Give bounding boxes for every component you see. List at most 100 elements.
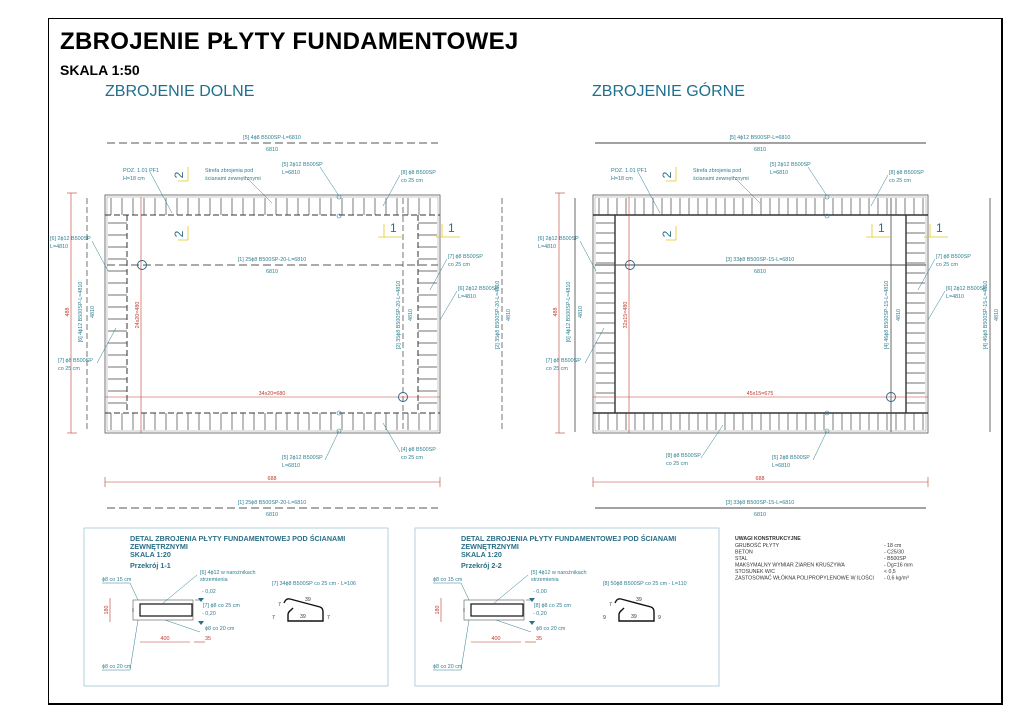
leader-line <box>129 619 139 671</box>
leader-line <box>637 171 661 214</box>
bar-marker <box>824 213 830 219</box>
level-marker <box>529 621 535 625</box>
bar-marker <box>336 428 342 434</box>
stirrup-section <box>470 603 524 617</box>
leader-line <box>927 290 946 321</box>
corner-bars-label: [6] 4ϕ12 w narożnikach <box>200 570 255 576</box>
section-end-dimension: 35 <box>536 636 542 642</box>
top-bar-length: 6810 <box>266 147 278 153</box>
leader-line <box>164 619 201 633</box>
slab-inner-outline <box>594 196 927 432</box>
leader-line <box>579 240 597 272</box>
slab-thickness: H=18 cm <box>123 176 145 182</box>
top-bar-label: [5] 4ϕ12 B500SP-L=6810 <box>730 135 791 141</box>
top-bars-length: L=6810 <box>282 170 300 176</box>
section-mark-1: 1 <box>878 221 885 235</box>
detail-scale: SKALA 1:20 <box>130 550 171 559</box>
outer-vertical-bar-label: [2] 35ϕ8 B500SP-20-L=4810 <box>495 281 501 350</box>
drawing-frame <box>48 18 1003 705</box>
detail-title-2: ZEWNĘTRZNYMI <box>461 542 519 551</box>
top-bar-length: 6810 <box>754 147 766 153</box>
right-stirrup-label: [7] ϕ8 B500SP <box>936 254 971 260</box>
detail-box <box>414 527 720 687</box>
drawing-scale: SKALA 1:50 <box>60 62 140 78</box>
section-width: 400 <box>492 636 501 642</box>
left-vertical-bar-length: 4810 <box>578 306 584 318</box>
bar-start-marker <box>625 260 635 270</box>
right-bars-length: L=4810 <box>458 294 476 300</box>
right-bars-label: [6] 2ϕ12 B500SP <box>458 286 499 292</box>
leader-line <box>96 327 117 364</box>
notes-heading: UWAGI KONSTRUKCYJNE <box>735 536 801 542</box>
top-stirrup-spacing: co 25 cm <box>889 178 911 184</box>
section-mark-2: 2 <box>172 230 186 237</box>
bottom-spacing-label: ϕ8 co 20 cm <box>102 664 132 670</box>
level-top: - 0,02 <box>202 589 216 595</box>
zone-label-2: ścianami zewnętrznymi <box>693 176 749 182</box>
left-stirrup-spacing: co 25 cm <box>546 366 568 372</box>
detail-section-2-2: DETAL ZBROJENIA PŁYTY FUNDAMENTOWEJ POD … <box>414 527 720 687</box>
stirrup-section <box>139 603 193 617</box>
right-bars-label: [6] 2ϕ12 B500SP <box>946 286 987 292</box>
bottom-stirrup-label: [8] ϕ8 B500SP <box>666 453 701 459</box>
leader-line <box>91 240 109 272</box>
right-stirrup-spacing: co 25 cm <box>448 262 470 268</box>
vertical-spacing-label: 32x15=480 <box>623 302 629 329</box>
left-vertical-bar-length: 4810 <box>90 306 96 318</box>
section-end-dimension: 35 <box>205 636 211 642</box>
bottom-bar-label: [1] 25ϕ8 B500SP-20-L=6810 <box>238 500 307 506</box>
bottom-bar-length: 6810 <box>754 512 766 518</box>
section-height: 180 <box>435 606 441 615</box>
middle-bar-length: 6810 <box>266 269 278 275</box>
leader-line <box>492 574 529 605</box>
leader-line <box>319 166 340 197</box>
corner-bars-label-2: strzemienia <box>531 577 559 583</box>
right-stirrup-spacing: co 25 cm <box>936 262 958 268</box>
bar-shape-bottom-length: 39 <box>300 614 306 620</box>
bar-marker <box>336 194 342 200</box>
note-label: BETON <box>735 550 753 556</box>
note-value: - B500SP <box>884 556 907 562</box>
middle-bar-label: [1] 25ϕ8 B500SP-20-L=6810 <box>238 257 307 263</box>
bar-shape-label: [7] 34ϕ8 B500SP co 25 cm - L=106 <box>272 581 356 587</box>
detail-section-name: Przekrój 2-2 <box>461 561 502 570</box>
left-stirrup-label: [7] ϕ8 B500SP <box>58 358 93 364</box>
detail-title-2: ZEWNĘTRZNYMI <box>130 542 188 551</box>
section-mark-2: 2 <box>660 171 674 178</box>
note-value: - Dg=16 mm <box>884 563 913 569</box>
left-bars-label: [6] 2ϕ12 B500SP <box>538 236 579 242</box>
bar-shape-hook: 7 <box>278 602 281 608</box>
bar-end-marker <box>886 392 896 402</box>
bar-shape-hook: 7 <box>609 602 612 608</box>
top-spacing-label: ϕ8 co 15 cm <box>433 577 463 583</box>
bottom-stirrup-spacing: co 25 cm <box>401 455 423 461</box>
left-stirrup-label: [7] ϕ8 B500SP <box>546 358 581 364</box>
note-label: MAKSYMALNY WYMIAR ZIAREN KRUSZYWA <box>735 563 845 569</box>
top-bar-label: [5] 4ϕ8 B500SP-L=6810 <box>243 135 301 141</box>
slab-outline <box>104 194 441 434</box>
level-marker <box>198 598 204 602</box>
level-bottom: - 0,20 <box>202 611 216 617</box>
horizontal-spacing-label: 34x20=680 <box>259 391 286 397</box>
zone-label: Strefa zbrojenia pod <box>205 168 253 174</box>
vertical-spacing-label: 24x20=480 <box>135 302 141 329</box>
outer-vertical-bar-label: [4] 46ϕ8 B500SP-15-L=4810 <box>983 281 989 350</box>
top-stirrup-label: [8] ϕ8 B500SP <box>401 170 436 176</box>
bar-shape-bottom-length: 39 <box>631 614 637 620</box>
side-bar-label: ϕ8 co 20 cm <box>205 626 235 632</box>
bar-marker <box>824 428 830 434</box>
bar-shape-left: 9 <box>603 615 606 621</box>
left-vertical-bar-label: [6] 4ϕ12 B500SP-L=4810 <box>566 282 572 343</box>
note-value: < 0,5 <box>884 569 896 575</box>
leader-line <box>149 171 173 214</box>
detail-title: DETAL ZBROJENIA PŁYTY FUNDAMENTOWEJ POD … <box>461 534 676 543</box>
leader-line <box>700 424 724 459</box>
leader-line <box>324 430 340 461</box>
leader-line <box>807 166 828 197</box>
right-bars-length: L=4810 <box>946 294 964 300</box>
slab-outline <box>592 194 929 434</box>
note-value: - 0,6 kg/m³ <box>884 576 909 582</box>
section-mark-2: 2 <box>172 171 186 178</box>
width-dimension: 688 <box>268 476 277 482</box>
